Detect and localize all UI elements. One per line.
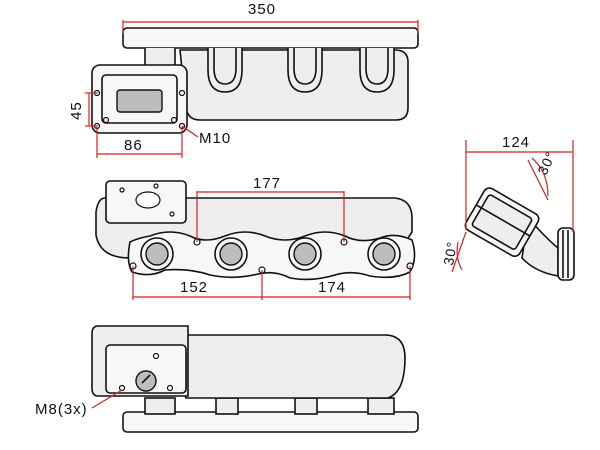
head-flange-top xyxy=(122,27,419,49)
m8-label: M8(3x) xyxy=(35,401,88,418)
front-view: 177 152 174 xyxy=(95,175,416,300)
top-view: 350 45 86 M10 xyxy=(68,1,419,158)
runners-top xyxy=(144,48,395,93)
angle-top-label: 30° xyxy=(534,149,559,178)
exhaust-ports xyxy=(140,237,401,271)
m10-label: M10 xyxy=(199,130,231,147)
side-view: 124 30° 30° xyxy=(440,134,575,281)
side-head-flange xyxy=(557,227,575,281)
head-flange-bottom xyxy=(122,411,419,433)
dim-124-label: 124 xyxy=(502,134,530,151)
dim-350-label: 350 xyxy=(248,1,276,18)
dim-174-label: 174 xyxy=(318,279,346,296)
angle-left-label: 30° xyxy=(440,240,460,267)
dim-152-label: 152 xyxy=(180,279,208,296)
dim-86-label: 86 xyxy=(124,137,143,154)
dim-45-label: 45 xyxy=(68,101,85,120)
bottom-view: M8(3x) xyxy=(35,325,419,433)
dim-177-label: 177 xyxy=(253,175,281,192)
turbo-port xyxy=(116,89,163,113)
